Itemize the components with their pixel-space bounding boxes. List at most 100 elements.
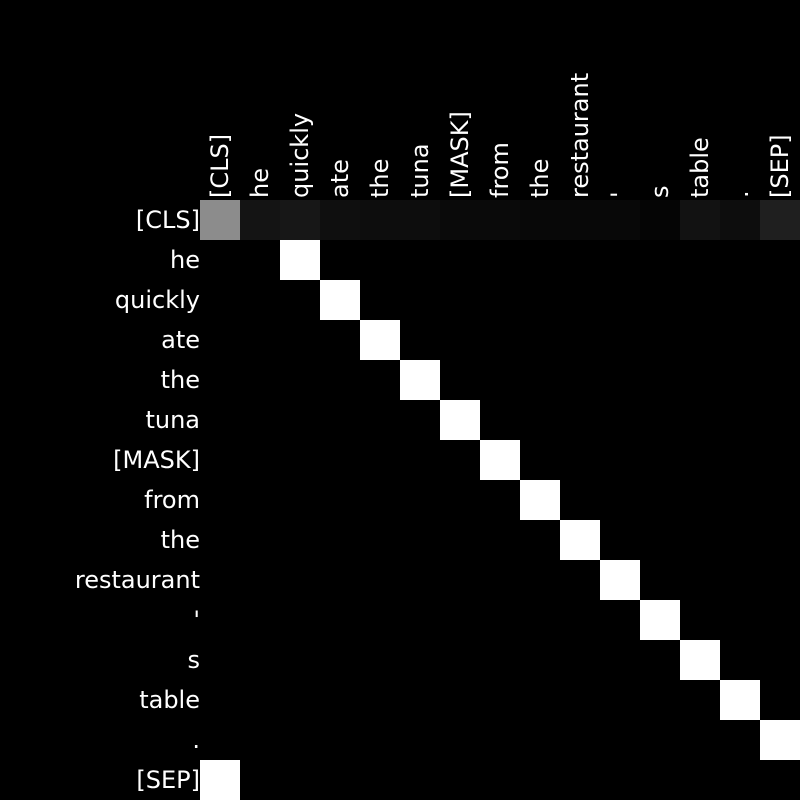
heatmap-cell bbox=[320, 520, 360, 560]
heatmap-cell bbox=[440, 400, 480, 440]
heatmap-cell bbox=[280, 200, 320, 240]
heatmap-cell bbox=[520, 560, 560, 600]
heatmap-cell bbox=[280, 240, 320, 280]
heatmap-cell bbox=[360, 360, 400, 400]
heatmap-cell bbox=[280, 520, 320, 560]
x-tick-label: ate bbox=[326, 159, 354, 198]
heatmap-cell bbox=[640, 520, 680, 560]
heatmap-cell bbox=[440, 520, 480, 560]
heatmap-cell bbox=[440, 560, 480, 600]
heatmap-cell bbox=[520, 640, 560, 680]
heatmap-cell bbox=[360, 680, 400, 720]
heatmap-cell bbox=[680, 720, 720, 760]
y-tick-label: [SEP] bbox=[136, 766, 200, 794]
heatmap-cell bbox=[440, 320, 480, 360]
heatmap-cell bbox=[200, 600, 240, 640]
x-tick-label: the bbox=[526, 159, 554, 198]
heatmap-cell bbox=[240, 360, 280, 400]
heatmap-cell bbox=[600, 200, 640, 240]
heatmap-cell bbox=[240, 480, 280, 520]
heatmap-cell bbox=[400, 200, 440, 240]
y-tick-label: [CLS] bbox=[136, 206, 200, 234]
heatmap-cell bbox=[720, 720, 760, 760]
heatmap-cell bbox=[520, 440, 560, 480]
heatmap-cell bbox=[280, 640, 320, 680]
heatmap-cell bbox=[520, 720, 560, 760]
heatmap-cell bbox=[320, 480, 360, 520]
heatmap-cell bbox=[680, 520, 720, 560]
heatmap-cell bbox=[200, 400, 240, 440]
heatmap-cell bbox=[640, 440, 680, 480]
heatmap-cell bbox=[480, 480, 520, 520]
heatmap-cell bbox=[480, 760, 520, 800]
heatmap-cell bbox=[600, 480, 640, 520]
heatmap-cell bbox=[680, 400, 720, 440]
heatmap-cell bbox=[640, 560, 680, 600]
heatmap-cell bbox=[400, 320, 440, 360]
heatmap-cell bbox=[320, 720, 360, 760]
heatmap-cell bbox=[320, 760, 360, 800]
heatmap-cell bbox=[400, 600, 440, 640]
heatmap-cell bbox=[320, 360, 360, 400]
heatmap-cell bbox=[240, 320, 280, 360]
heatmap-cell bbox=[480, 680, 520, 720]
heatmap-cell bbox=[440, 440, 480, 480]
heatmap-cell bbox=[640, 480, 680, 520]
y-tick-label: restaurant bbox=[75, 566, 200, 594]
heatmap-cell bbox=[240, 240, 280, 280]
heatmap-cell bbox=[200, 240, 240, 280]
heatmap-cell bbox=[560, 440, 600, 480]
heatmap-cell bbox=[560, 520, 600, 560]
heatmap-cell bbox=[200, 560, 240, 600]
y-tick-label: ate bbox=[161, 326, 200, 354]
heatmap-cell bbox=[360, 640, 400, 680]
heatmap-cell bbox=[680, 360, 720, 400]
heatmap-cell bbox=[600, 760, 640, 800]
heatmap-cell bbox=[280, 760, 320, 800]
x-tick-label: [MASK] bbox=[446, 111, 474, 198]
heatmap-cell bbox=[360, 200, 400, 240]
heatmap-cell bbox=[720, 320, 760, 360]
heatmap-cell bbox=[760, 280, 800, 320]
heatmap-cell bbox=[280, 720, 320, 760]
heatmap-cell bbox=[280, 560, 320, 600]
heatmap-cell bbox=[320, 240, 360, 280]
heatmap-cell bbox=[440, 360, 480, 400]
y-tick-label: the bbox=[161, 366, 200, 394]
y-tick-label: tuna bbox=[145, 406, 200, 434]
heatmap-cell bbox=[280, 320, 320, 360]
heatmap-cell bbox=[400, 520, 440, 560]
heatmap-cell bbox=[600, 440, 640, 480]
heatmap-cell bbox=[680, 560, 720, 600]
heatmap-cell bbox=[320, 680, 360, 720]
heatmap-cell bbox=[560, 680, 600, 720]
x-tick-label: ' bbox=[606, 191, 634, 198]
heatmap-cell bbox=[640, 720, 680, 760]
heatmap-cell bbox=[760, 240, 800, 280]
heatmap-cell bbox=[720, 760, 760, 800]
heatmap-cell bbox=[520, 680, 560, 720]
heatmap-cell bbox=[760, 680, 800, 720]
heatmap-cell bbox=[440, 720, 480, 760]
heatmap-cell bbox=[400, 480, 440, 520]
x-tick-label: [CLS] bbox=[206, 134, 234, 198]
heatmap-cell bbox=[360, 240, 400, 280]
heatmap-cell bbox=[720, 240, 760, 280]
y-tick-label: the bbox=[161, 526, 200, 554]
heatmap-cell bbox=[400, 280, 440, 320]
heatmap-cell bbox=[760, 760, 800, 800]
heatmap-cell bbox=[280, 440, 320, 480]
heatmap-cell bbox=[680, 640, 720, 680]
heatmap-cell bbox=[200, 520, 240, 560]
heatmap-cell bbox=[480, 600, 520, 640]
heatmap-cell bbox=[360, 720, 400, 760]
heatmap-cell bbox=[640, 760, 680, 800]
x-tick-label: table bbox=[686, 137, 714, 198]
heatmap-cell bbox=[640, 600, 680, 640]
heatmap-cell bbox=[240, 720, 280, 760]
y-tick-label: he bbox=[170, 246, 200, 274]
heatmap-cell bbox=[440, 760, 480, 800]
heatmap-cell bbox=[760, 400, 800, 440]
heatmap-cell bbox=[600, 600, 640, 640]
